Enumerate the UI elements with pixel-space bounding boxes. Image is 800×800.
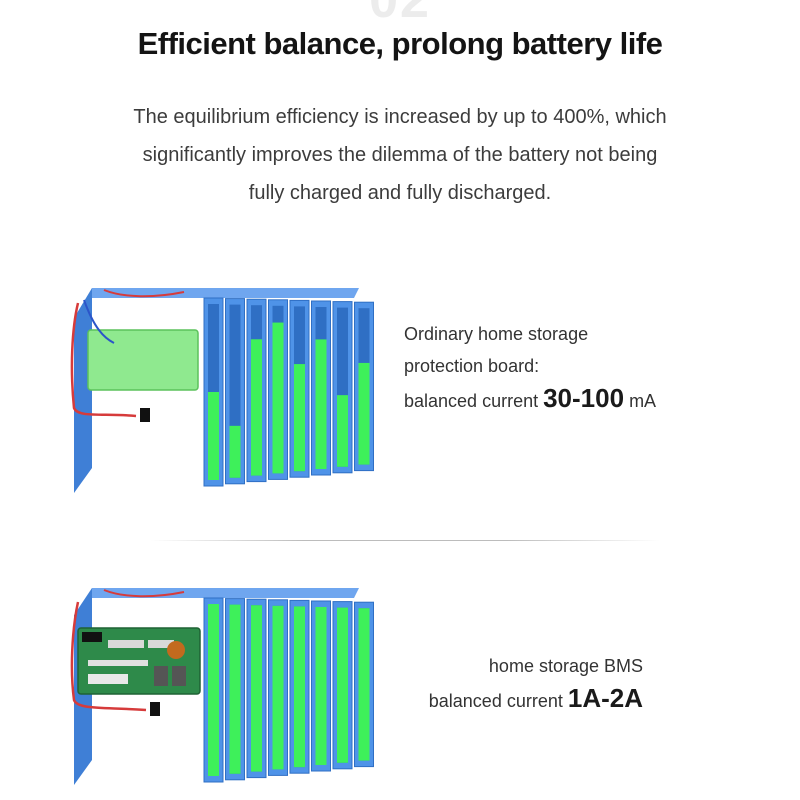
battery-pack-bms-illustration [70, 588, 374, 785]
battery-cells [203, 297, 374, 487]
cell-charge-level [358, 608, 370, 761]
cell-charge-level [337, 607, 348, 763]
red-wire [70, 302, 137, 418]
balanced-current-label: balanced current [428, 691, 568, 711]
cell-charge-level [358, 362, 370, 465]
section-divider [150, 540, 660, 541]
ordinary-board-spec: Ordinary home storage protection board: … [404, 318, 656, 417]
bms-board [77, 627, 201, 695]
balanced-current-line: balanced current 1A-2A [406, 682, 643, 717]
balanced-current-unit: mA [624, 391, 657, 411]
cell-charge-level [251, 605, 262, 772]
cell-charge-level [272, 605, 284, 770]
cell-charge-level [337, 395, 348, 467]
spec-line: Ordinary home storage [404, 324, 589, 344]
balanced-current-value: 30-100 [543, 383, 625, 413]
cell-charge-level [315, 339, 327, 469]
balanced-current-line: balanced current 30-100 mA [404, 382, 656, 417]
intro-line: significantly improves the dilemma of th… [142, 144, 658, 166]
spec-line: home storage BMS [488, 656, 643, 676]
balanced-current-label: balanced current [404, 391, 544, 411]
cell-charge-level [208, 392, 219, 480]
cell-charge-level [251, 339, 262, 476]
intro-paragraph: The equilibrium efficiency is increased … [90, 98, 710, 212]
cell-charge-level [229, 425, 241, 478]
page-title: Efficient balance, prolong battery life [137, 26, 663, 61]
cell-charge-level [294, 364, 305, 472]
red-wire [70, 601, 147, 712]
intro-line: fully charged and fully discharged. [248, 182, 552, 204]
cell-charge-level [272, 322, 284, 474]
cell-window [337, 307, 348, 467]
connector [140, 408, 150, 422]
intro-line: The equilibrium efficiency is increased … [133, 106, 667, 128]
balanced-current-value: 1A-2A [567, 683, 643, 713]
pack-side [74, 288, 92, 493]
cell-charge-level [208, 604, 219, 776]
spec-line: protection board: [404, 356, 540, 376]
connector [150, 702, 160, 716]
cell-window [229, 304, 241, 478]
protection-board [87, 329, 199, 391]
battery-cells [203, 597, 374, 783]
cell-charge-level [294, 606, 305, 768]
red-wire [103, 289, 185, 298]
blue-wire [83, 299, 115, 344]
cell-charge-level [315, 607, 327, 765]
bms-spec: home storage BMS balanced current 1A-2A [406, 650, 643, 717]
cell-charge-level [229, 604, 241, 774]
red-wire [103, 589, 185, 598]
battery-pack-ordinary-illustration [70, 288, 374, 493]
section-number: 02 [369, 0, 431, 29]
